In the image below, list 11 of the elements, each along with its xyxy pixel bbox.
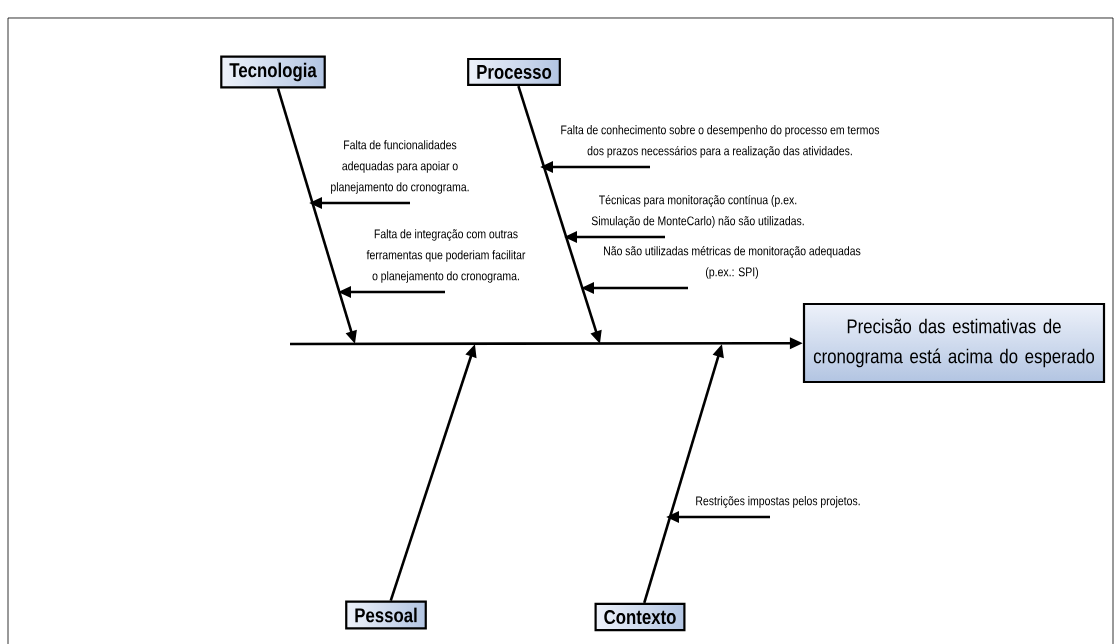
category-box: Tecnologia: [220, 55, 326, 89]
cause-text: Restrições impostas pelos projetos.: [696, 496, 860, 508]
category-box: Processo: [467, 57, 561, 87]
cause-text: Falta de integração com outras ferramentas que poderiam facilitar o planejamento do cronograma.: [366, 229, 526, 283]
cause-text: Técnicas para monitoração contínua (p.ex. Simulação de MonteCarlo) não são utilizadas.: [591, 194, 804, 228]
effect-box: Precisão das estimativas de cronograma está acima do esperado: [802, 302, 1106, 384]
category-box: Pessoal: [345, 600, 427, 630]
cause-text: Falta de conhecimento sobre o desempenho do processo em termos dos prazos necessários para a realização das atividades.: [561, 125, 880, 158]
category-box: Contexto: [594, 602, 686, 632]
cause-text: Não são utilizadas métricas de monitoração adequadas (p.ex.: SPI): [604, 246, 861, 279]
cause-text: Falta de funcionalidades adequadas para apoiar o planejamento do cronograma.: [331, 140, 469, 194]
